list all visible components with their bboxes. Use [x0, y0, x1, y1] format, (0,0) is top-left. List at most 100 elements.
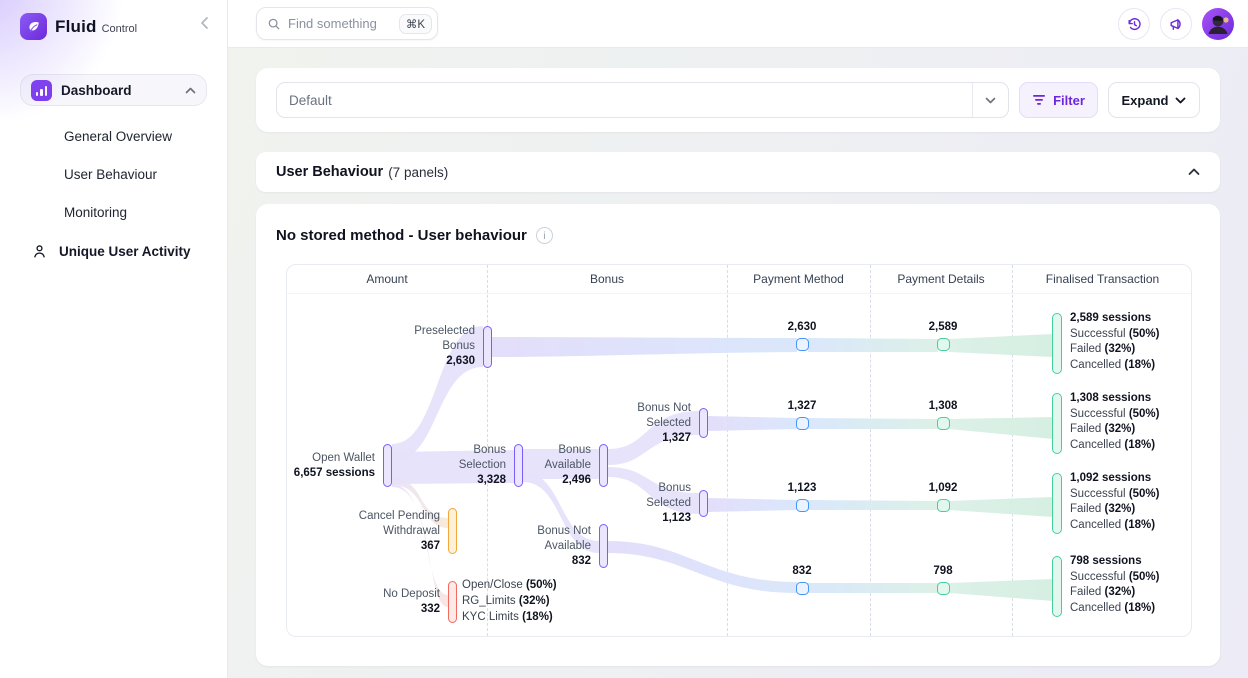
topbar: ⌘K	[228, 0, 1248, 48]
panel-title-row: No stored method - User behaviour i	[256, 204, 1220, 244]
node-label-bonus-selected: Bonus Selected 1,123	[646, 482, 691, 524]
chevron-up-icon	[185, 87, 196, 93]
filter-icon	[1033, 95, 1046, 105]
section-panels-count: (7 panels)	[388, 164, 449, 180]
finalised-transaction-block: 1,308 sessions Successful (50%) Failed (…	[1070, 392, 1160, 451]
filter-button-label: Filter	[1053, 92, 1085, 108]
collapse-section-button[interactable]	[1188, 168, 1200, 176]
payment-method-value: 2,630	[787, 321, 817, 333]
search-input[interactable]	[288, 16, 392, 31]
announcements-button[interactable]	[1160, 8, 1192, 40]
chevron-down-icon	[1176, 97, 1186, 103]
sankey-node-cancel-pending-withdrawal[interactable]	[448, 508, 457, 554]
brand-name: Fluid	[55, 16, 97, 36]
panel-title: No stored method - User behaviour	[276, 227, 527, 244]
node-label-bonus-not-available: Bonus Not Available 832	[537, 525, 591, 567]
brand-suffix: Control	[101, 23, 138, 35]
payment-method-value: 832	[792, 565, 812, 577]
column-separator	[870, 265, 871, 636]
topbar-actions	[1118, 8, 1234, 40]
expand-button-label: Expand	[1121, 92, 1169, 108]
sankey-node-bonus-selection[interactable]	[514, 444, 523, 487]
header-divider	[287, 293, 1191, 294]
node-label-bonus-selection: Bonus Selection 3,328	[458, 444, 506, 486]
sidebar-item-label: Unique User Activity	[59, 244, 191, 259]
sankey-node-bonus-available[interactable]	[599, 444, 608, 487]
sankey-node-payment-details-3[interactable]	[937, 499, 950, 512]
node-label-no-deposit: No Deposit 332	[383, 588, 440, 615]
sidebar-item-label: Dashboard	[61, 82, 132, 98]
column-header-payment-method: Payment Method	[753, 272, 844, 286]
sankey-node-payment-details-2[interactable]	[937, 417, 950, 430]
finalised-transaction-block: 2,589 sessions Successful (50%) Failed (…	[1070, 312, 1160, 371]
sankey-node-bonus-selected[interactable]	[699, 490, 708, 517]
column-header-payment-details: Payment Details	[897, 272, 985, 286]
sankey-node-finalised-1[interactable]	[1052, 313, 1062, 374]
sidebar-collapse-icon[interactable]	[200, 16, 209, 35]
payment-details-value: 1,308	[928, 400, 958, 412]
sidebar-item-general-overview[interactable]: General Overview	[64, 129, 173, 144]
clock-history-icon	[1127, 17, 1141, 30]
node-label-open-wallet: Open Wallet 6,657 sessions	[293, 452, 375, 479]
sankey-node-payment-method-3[interactable]	[796, 499, 809, 512]
expand-button[interactable]: Expand	[1108, 82, 1200, 118]
section-header-user-behaviour[interactable]: User Behaviour (7 panels)	[256, 152, 1220, 192]
preset-select-value: Default	[289, 92, 332, 108]
column-separator	[1012, 265, 1013, 636]
sankey-node-payment-method-2[interactable]	[796, 417, 809, 430]
sidebar: Fluid Control Dashboard General Overview…	[0, 0, 228, 678]
column-separator	[727, 265, 728, 636]
section-title: User Behaviour	[276, 164, 384, 180]
global-search[interactable]: ⌘K	[256, 7, 438, 40]
column-header-bonus: Bonus	[589, 272, 625, 286]
finalised-transaction-block: 1,092 sessions Successful (50%) Failed (…	[1070, 472, 1160, 531]
chevron-up-icon	[1188, 168, 1200, 175]
payment-method-value: 1,327	[787, 400, 817, 412]
avatar-person-icon	[1208, 15, 1229, 34]
megaphone-icon	[1169, 18, 1181, 30]
filter-button[interactable]: Filter	[1019, 82, 1098, 118]
preset-select-caret[interactable]	[972, 83, 1008, 117]
node-label-bonus-not-selected: Bonus Not Selected 1,327	[637, 402, 691, 444]
sankey-node-finalised-3[interactable]	[1052, 473, 1062, 534]
sidebar-item-unique-user-activity[interactable]: Unique User Activity	[31, 243, 227, 260]
sankey-node-payment-method-4[interactable]	[796, 582, 809, 595]
column-header-finalised-transaction: Finalised Transaction	[1045, 272, 1160, 286]
history-button[interactable]	[1118, 8, 1150, 40]
node-label-bonus-available: Bonus Available 2,496	[544, 444, 591, 486]
person-icon	[34, 245, 45, 258]
sankey-chart: Amount Bonus Payment Method Payment Deta…	[286, 264, 1192, 637]
sidebar-item-monitoring[interactable]: Monitoring	[64, 205, 128, 220]
avatar[interactable]	[1202, 8, 1234, 40]
sankey-node-no-deposit[interactable]	[448, 581, 457, 623]
sankey-node-payment-details-4[interactable]	[937, 582, 950, 595]
dashboard-toolbar: Default Filter Expand	[256, 68, 1220, 132]
search-shortcut-badge: ⌘K	[398, 13, 432, 34]
sankey-node-payment-details-1[interactable]	[937, 338, 950, 351]
preset-select[interactable]: Default	[276, 82, 1009, 118]
payment-details-value: 798	[933, 565, 953, 577]
sankey-node-open-wallet[interactable]	[383, 444, 392, 487]
sankey-flows-svg	[392, 326, 1053, 607]
main-content: Default Filter Expand User Behaviour (7 …	[228, 48, 1248, 678]
sidebar-item-dashboard[interactable]: Dashboard	[20, 74, 207, 106]
payment-details-value: 2,589	[928, 321, 958, 333]
payment-method-value: 1,123	[787, 482, 817, 494]
info-icon[interactable]: i	[535, 227, 553, 244]
sankey-node-preselected-bonus[interactable]	[483, 326, 492, 368]
sidebar-item-user-behaviour[interactable]: User Behaviour	[64, 167, 158, 182]
sankey-node-payment-method-1[interactable]	[796, 338, 809, 351]
chevron-down-icon	[985, 97, 996, 103]
no-deposit-breakdown: Open/Close (50%) RG_Limits (32%) KYC Lim…	[462, 579, 557, 623]
sankey-node-bonus-not-selected[interactable]	[699, 408, 708, 438]
node-label-cancel-pending-withdrawal: Cancel Pending Withdrawal 367	[358, 510, 440, 552]
fluid-logo-icon	[20, 13, 47, 40]
node-label-preselected-bonus: Preselected Bonus 2,630	[414, 325, 475, 367]
brand-row: Fluid Control	[0, 0, 227, 40]
sankey-node-finalised-4[interactable]	[1052, 556, 1062, 617]
panel-no-stored-method: No stored method - User behaviour i Amou…	[256, 204, 1220, 666]
search-icon	[268, 18, 280, 29]
sankey-node-finalised-2[interactable]	[1052, 393, 1062, 454]
sankey-node-bonus-not-available[interactable]	[599, 524, 608, 568]
